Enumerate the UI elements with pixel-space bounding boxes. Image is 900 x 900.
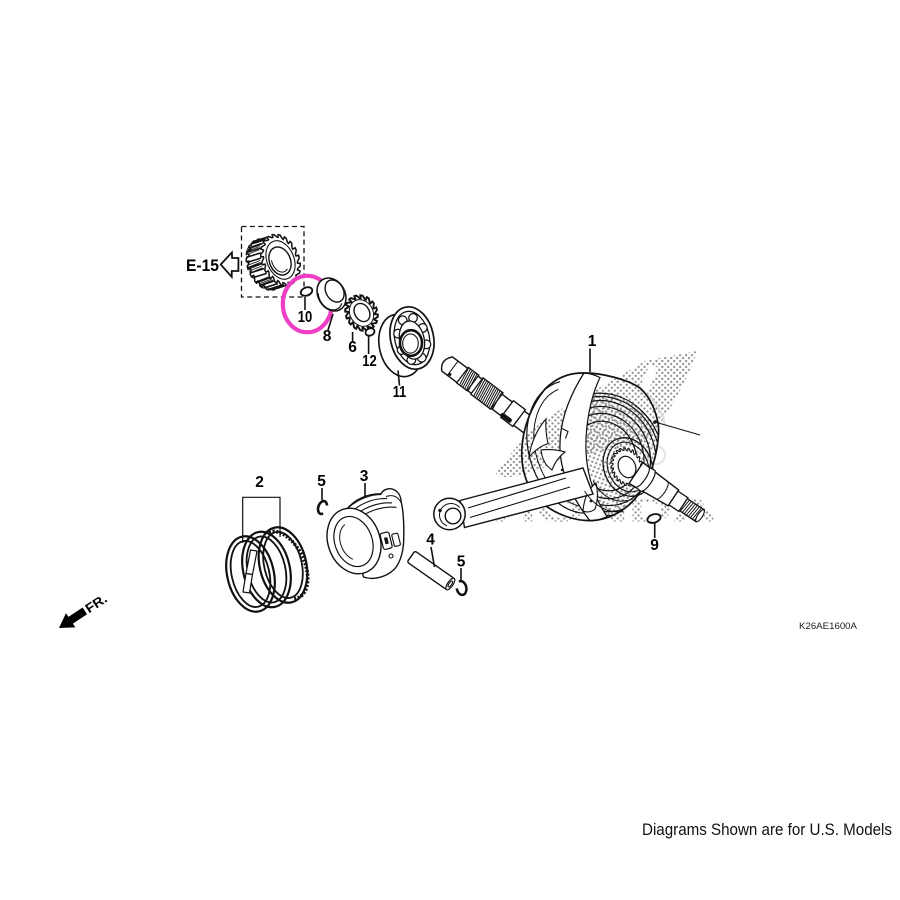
svg-text:E-15: E-15 [186,257,219,275]
svg-text:1: 1 [588,333,597,350]
svg-text:9: 9 [650,537,659,554]
svg-text:5: 5 [317,473,326,490]
svg-text:5: 5 [457,554,466,571]
svg-text:8: 8 [323,328,332,345]
svg-text:6: 6 [348,339,357,356]
svg-text:11: 11 [393,384,407,401]
svg-text:10: 10 [298,309,313,326]
svg-text:K26AE1600A: K26AE1600A [799,621,858,632]
svg-text:4: 4 [426,532,435,549]
svg-text:2: 2 [255,474,264,491]
svg-text:3: 3 [360,468,369,485]
svg-text:12: 12 [362,353,377,370]
svg-text:Diagrams Shown are for U.S. Mo: Diagrams Shown are for U.S. Models [642,820,892,839]
